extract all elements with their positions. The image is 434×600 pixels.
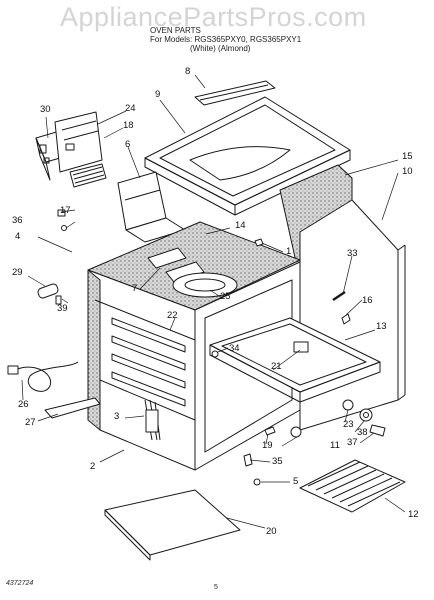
- part-11-ignitor: [290, 426, 302, 438]
- callout-13: 13: [376, 321, 387, 332]
- part-24-vent-cover: [54, 111, 103, 173]
- callout-21: 21: [271, 361, 282, 372]
- callout-7: 7: [132, 283, 138, 294]
- part-13-broiler-drawer: [209, 317, 381, 403]
- callout-5: 5: [293, 476, 299, 487]
- callout-10: 10: [402, 166, 413, 177]
- models-line: For Models: RGS365PXY0, RGS365PXY1: [150, 35, 302, 44]
- callout-6: 6: [125, 139, 131, 150]
- part-8-top-trim: [194, 80, 276, 106]
- callout-35: 35: [272, 456, 283, 467]
- part-21-label: [293, 341, 309, 353]
- callout-22: 22: [167, 310, 178, 321]
- part-20-bottom-panel: [104, 489, 241, 561]
- callout-1: 1: [286, 246, 292, 257]
- part-code: 4372724: [6, 580, 34, 587]
- callout-8: 8: [185, 66, 191, 77]
- callout-14: 14: [235, 220, 246, 231]
- part-37-valve: [369, 424, 386, 437]
- watermark-text: AppliancePartsPros.com: [60, 2, 367, 32]
- callout-11: 11: [330, 440, 340, 451]
- part-35-bracket: [243, 453, 253, 467]
- callout-30: 30: [40, 104, 51, 115]
- part-7-burner-baffle: [147, 247, 205, 283]
- part-10-right-side-panel: [299, 199, 406, 431]
- page-number: 5: [214, 584, 218, 591]
- part-9-top-frame: [144, 96, 351, 216]
- callout-33: 33: [347, 248, 358, 259]
- callout-9: 9: [155, 89, 161, 100]
- colors-line: (White) (Almond): [190, 44, 251, 53]
- callout-25: 25: [220, 291, 231, 302]
- part-25-burner: [172, 272, 238, 298]
- callout-16: 16: [362, 295, 373, 306]
- callout-3: 3: [114, 411, 120, 422]
- callout-29: 29: [12, 267, 23, 278]
- part-5-screw: [253, 478, 261, 486]
- callout-2: 2: [90, 461, 96, 472]
- callout-39: 39: [57, 303, 68, 314]
- callout-26: 26: [18, 399, 29, 410]
- part-39-clip: [55, 295, 62, 305]
- callout-18: 18: [123, 120, 134, 131]
- callout-24: 24: [125, 103, 136, 114]
- part-16-clip: [341, 313, 351, 325]
- part-1-clip: [254, 238, 264, 247]
- callout-23: 23: [343, 419, 354, 430]
- callout-34: 34: [229, 343, 240, 354]
- part-23-knob: [342, 399, 354, 411]
- part-12-oven-rack: [299, 459, 406, 513]
- callout-37: 37: [347, 437, 358, 448]
- part-34-clip: [211, 350, 219, 358]
- part-18-vent-grille: [69, 163, 107, 188]
- callout-12: 12: [408, 509, 419, 520]
- leader-lines: [21, 74, 406, 529]
- callout-4: 4: [15, 231, 21, 242]
- part-3-igniter: [144, 399, 161, 441]
- callout-38: 38: [357, 427, 368, 438]
- part-17-clip: [57, 209, 66, 217]
- part-19-bracket: [264, 426, 276, 436]
- callout-36: 36: [12, 215, 23, 226]
- part-36-screw: [61, 225, 67, 231]
- callout-19: 19: [262, 440, 273, 451]
- part-38-knob: [359, 408, 373, 422]
- callout-27: 27: [25, 417, 36, 428]
- callout-17: 17: [60, 205, 71, 216]
- part-22-rack-supports: [111, 317, 186, 407]
- callout-20: 20: [266, 526, 277, 537]
- callout-15: 15: [402, 151, 413, 162]
- part-29-cap: [37, 283, 59, 299]
- part-26-power-cord: [7, 361, 79, 392]
- part-27-bracket: [44, 397, 101, 419]
- diagram-title: OVEN PARTS: [150, 26, 201, 35]
